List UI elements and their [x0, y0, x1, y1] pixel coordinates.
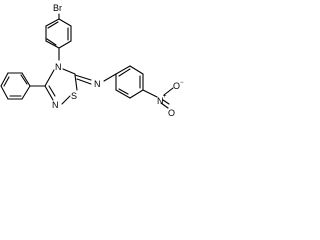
sulfur-atom: S: [71, 91, 77, 101]
nitro-oxygen-top-atom: O: [173, 81, 180, 91]
nitro-group-bonds: [142, 87, 174, 109]
oxygen-negative-charge: −: [180, 80, 184, 86]
thiadiazole-ring: [44, 68, 78, 105]
phenyl-ring: [0, 72, 46, 100]
ring-lower-nitrogen-atom: N: [52, 100, 59, 110]
imine-bond: [74, 74, 92, 85]
bromine-atom: Br: [53, 3, 62, 13]
imine-aryl-bond: [103, 73, 117, 82]
bromophenyl-ring: [45, 13, 72, 49]
chemical-structure-diagram: Br N N N S N + O − O: [0, 3, 184, 118]
imine-nitrogen-atom: N: [94, 79, 101, 89]
nitro-positive-charge: +: [163, 94, 167, 100]
nitro-oxygen-bottom-atom: O: [168, 108, 175, 118]
nitrophenyl-ring: [115, 65, 144, 99]
ring-nitrogen-atom: N: [55, 62, 62, 72]
nitro-nitrogen-atom: N: [157, 96, 164, 106]
